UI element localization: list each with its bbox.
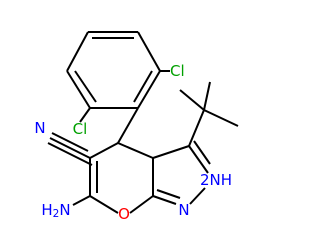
bonds bbox=[47, 31, 239, 214]
bond bbox=[117, 142, 154, 159]
bond bbox=[72, 195, 91, 206]
chlorine-left-label: Cl bbox=[73, 120, 88, 138]
bond bbox=[203, 109, 239, 127]
bond bbox=[156, 189, 181, 199]
pyrazole-nitrogen-label: N bbox=[178, 201, 189, 219]
bond bbox=[179, 89, 205, 111]
bond bbox=[133, 70, 153, 103]
bond bbox=[193, 140, 211, 165]
bond bbox=[89, 195, 119, 214]
bond bbox=[203, 81, 211, 111]
bond bbox=[188, 109, 205, 147]
pyran-oxygen-label: O bbox=[118, 205, 130, 223]
bond bbox=[189, 187, 206, 205]
bond bbox=[137, 31, 161, 72]
bond bbox=[47, 142, 93, 166]
amine-label: H2N bbox=[41, 201, 70, 220]
chlorine-top-label: Cl bbox=[170, 62, 185, 80]
bond bbox=[51, 132, 89, 152]
bond bbox=[117, 107, 139, 144]
bond bbox=[129, 195, 154, 214]
bond bbox=[79, 107, 91, 123]
bond bbox=[66, 31, 89, 72]
molecule-canvas: Cl Cl N 2NH N H2N O bbox=[34, 31, 239, 223]
bond bbox=[89, 142, 119, 159]
atom-labels: Cl Cl N 2NH N H2N O bbox=[34, 62, 232, 223]
bond bbox=[188, 145, 209, 174]
pyrazole-nh-label: 2NH bbox=[200, 171, 232, 189]
bond bbox=[66, 70, 91, 109]
bond bbox=[49, 137, 91, 159]
bond bbox=[152, 145, 190, 159]
nitrile-nitrogen-label: N bbox=[34, 119, 45, 137]
bond bbox=[74, 70, 97, 103]
bond bbox=[137, 70, 161, 109]
structure-diagram: Cl Cl N 2NH N H2N O bbox=[34, 31, 239, 223]
bond bbox=[152, 195, 177, 205]
